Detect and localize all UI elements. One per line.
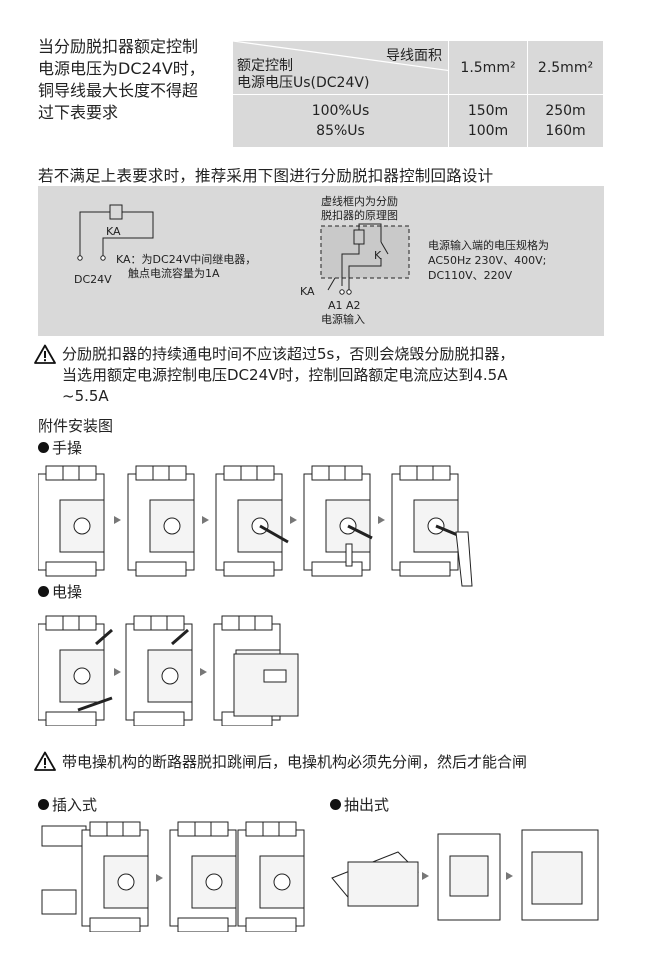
spec-line2: AC50Hz 230V、400V; xyxy=(428,254,547,267)
table-cell: 150m xyxy=(467,103,509,119)
row-label: 100%Us xyxy=(311,103,370,119)
circuit-diagram-panel: KA KA：为DC24V中间继电器， 触点电流容量为1A DC24V 虚线框内为… xyxy=(38,186,604,336)
table-header-row: 导线面积 额定控制 电源电压Us(DC24V) 1.5mm² 2.5mm² xyxy=(232,40,604,95)
spec-line3: DC110V、220V xyxy=(428,269,513,282)
plugin-section-label: 插入式 xyxy=(38,795,97,815)
header-voltage-line2: 电源电压Us(DC24V) xyxy=(237,75,370,91)
diagonal-header-cell: 导线面积 额定控制 电源电压Us(DC24V) xyxy=(232,40,449,95)
spec-line1: 电源输入端的电压规格为 xyxy=(428,239,549,252)
frame-label-line1: 虚线框内为分励 xyxy=(321,195,398,208)
manual-steps-illustration xyxy=(38,465,473,587)
manual-section-label: 手操 xyxy=(38,438,82,458)
warning-line: 当选用额定电源控制电压DC24V时，控制回路额定电流应达到4.5A xyxy=(62,366,508,384)
header-wire-area: 导线面积 xyxy=(386,48,442,64)
warning-text-2: 带电操机构的断路器脱扣跳闸后，电操机构必须先分闸，然后才能合闸 xyxy=(62,753,528,771)
warning-line: ~5.5A xyxy=(62,387,109,405)
k-contact-label: K xyxy=(374,249,382,262)
terminal-labels: A1 A2 xyxy=(328,299,361,312)
manual-label: 手操 xyxy=(52,439,83,457)
electric-label: 电操 xyxy=(52,583,83,601)
warning-text-1: 分励脱扣器的持续通电时间不应该超过5s，否则会烧毁分励脱扣器， 当选用额定电源控… xyxy=(62,344,610,407)
intro-line: 铜导线最大长度不得超 xyxy=(38,81,199,100)
row-labels-cell: 100%Us 85%Us xyxy=(232,94,449,148)
plugin-label: 插入式 xyxy=(52,796,98,814)
column-header-2.5: 2.5mm² xyxy=(527,40,604,95)
wire-length-table: 导线面积 额定控制 电源电压Us(DC24V) 1.5mm² 2.5mm² 10… xyxy=(232,40,604,148)
ka-note-line2: 触点电流容量为1A xyxy=(128,267,220,280)
circuit-drawing xyxy=(77,204,410,295)
warning-icon xyxy=(34,751,56,771)
ka-switch-label: KA xyxy=(300,285,315,298)
bullet-icon xyxy=(330,799,341,810)
ka-relay-label: KA xyxy=(106,225,121,238)
table-cell: 100m xyxy=(467,123,509,139)
plugin-steps-illustration xyxy=(41,821,305,932)
drawout-label: 抽出式 xyxy=(344,796,390,814)
bullet-icon xyxy=(38,799,49,810)
dc24v-label: DC24V xyxy=(74,273,112,286)
intro-line: 过下表要求 xyxy=(38,103,119,122)
drawout-steps-illustration xyxy=(331,829,599,921)
electric-steps-illustration xyxy=(38,615,299,726)
diagonal-divider xyxy=(233,41,448,71)
warning-icon xyxy=(34,344,56,364)
table-cell: 250m xyxy=(545,103,586,119)
values-2.5-cell: 250m 160m xyxy=(527,94,604,148)
ka-note-line1: KA：为DC24V中间继电器， xyxy=(116,253,257,266)
table-row: 100%Us 85%Us 150m 100m 250m 160m xyxy=(232,94,604,148)
circuit-subtitle: 若不满足上表要求时，推荐采用下图进行分励脱扣器控制回路设计 xyxy=(38,167,494,185)
intro-line: 当分励脱扣器额定控制 xyxy=(38,37,199,56)
row-label: 85%Us xyxy=(316,123,365,139)
table-cell: 160m xyxy=(545,123,586,139)
intro-line: 电源电压为DC24V时， xyxy=(38,59,205,78)
bullet-icon xyxy=(38,586,49,597)
drawout-section-label: 抽出式 xyxy=(330,795,389,815)
column-header-1.5: 1.5mm² xyxy=(448,40,528,95)
warning-line: 分励脱扣器的持续通电时间不应该超过5s，否则会烧毁分励脱扣器， xyxy=(62,345,515,363)
power-input-label: 电源输入 xyxy=(321,313,365,326)
values-1.5-cell: 150m 100m xyxy=(448,94,528,148)
header-voltage-line1: 额定控制 xyxy=(237,58,293,74)
bullet-icon xyxy=(38,442,49,453)
intro-paragraph: 当分励脱扣器额定控制 电源电压为DC24V时， 铜导线最大长度不得超 过下表要求 xyxy=(38,36,223,124)
frame-label-line2: 脱扣器的原理图 xyxy=(321,209,398,222)
electric-section-label: 电操 xyxy=(38,582,82,602)
accessory-title: 附件安装图 xyxy=(38,417,114,435)
